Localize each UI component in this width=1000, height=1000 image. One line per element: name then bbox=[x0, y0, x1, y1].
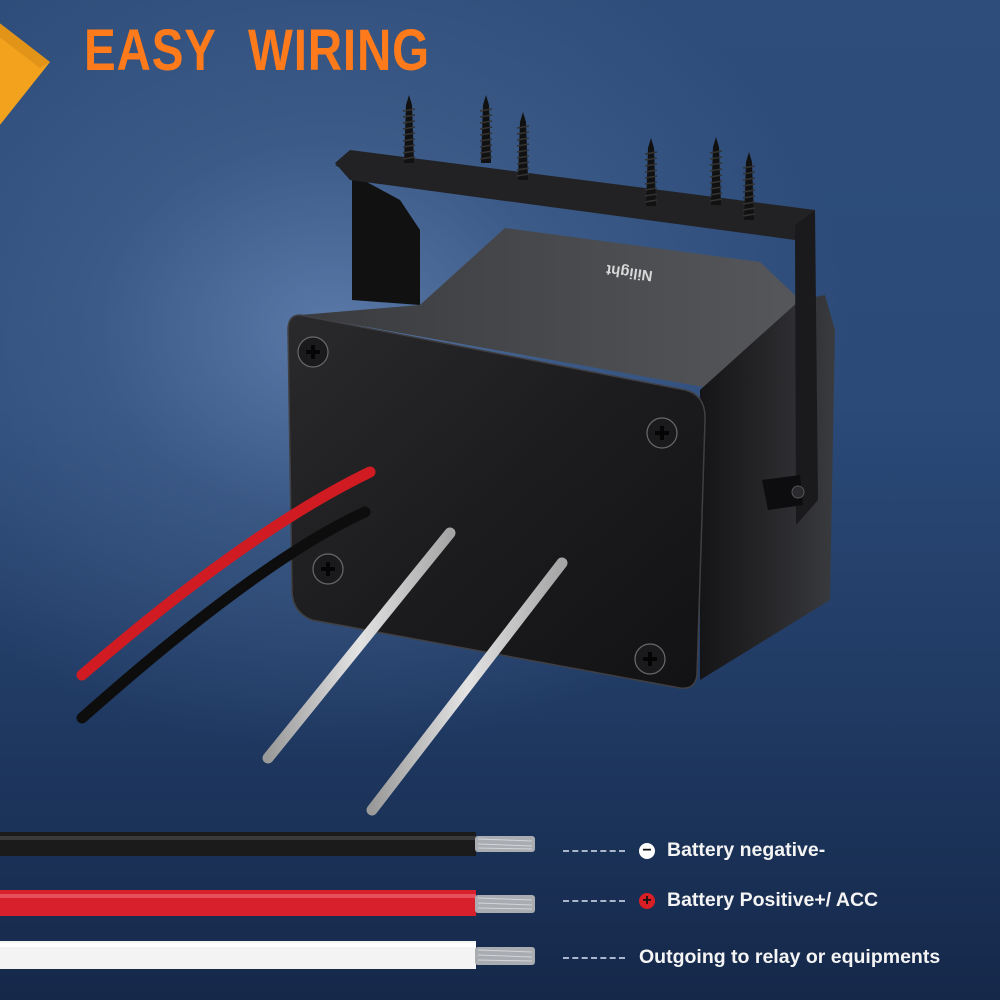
legend-label-outgoing: Outgoing to relay or equipments bbox=[639, 946, 941, 968]
dashed-leader-line bbox=[563, 899, 625, 902]
minus-circle-icon: − bbox=[639, 842, 655, 859]
legend-row-outgoing: Outgoing to relay or equipments bbox=[563, 946, 940, 969]
plus-circle-icon: + bbox=[639, 892, 655, 909]
white-lead-wire-1 bbox=[262, 527, 456, 764]
box-front-face bbox=[287, 314, 706, 689]
legend-label-positive: Battery Positive+/ ACC bbox=[667, 889, 879, 911]
dashed-leader-line bbox=[563, 956, 625, 959]
black-lead-wire bbox=[76, 506, 371, 724]
legend-row-positive: + Battery Positive+/ ACC bbox=[563, 889, 878, 912]
legend-row-negative: − Battery negative- bbox=[563, 839, 825, 862]
black-cable-sample bbox=[0, 832, 535, 856]
relay-box-illustration: Nilight bbox=[76, 94, 835, 816]
bracket-knob bbox=[762, 475, 803, 510]
bracket-top bbox=[335, 150, 815, 240]
legend-label-negative: Battery negative- bbox=[667, 839, 826, 861]
page-title: EASY WIRING bbox=[84, 18, 430, 83]
box-top bbox=[300, 228, 800, 390]
brand-logo: Nilight bbox=[605, 261, 654, 284]
bracket-right-leg bbox=[795, 210, 818, 525]
red-cable-sample bbox=[0, 890, 535, 916]
white-cable-sample bbox=[0, 941, 535, 969]
bracket-left-leg bbox=[335, 165, 420, 305]
red-lead-wire bbox=[76, 466, 376, 681]
corner-tab-decoration bbox=[0, 23, 50, 125]
white-lead-wire-2 bbox=[366, 557, 568, 816]
dashed-leader-line bbox=[563, 849, 625, 852]
